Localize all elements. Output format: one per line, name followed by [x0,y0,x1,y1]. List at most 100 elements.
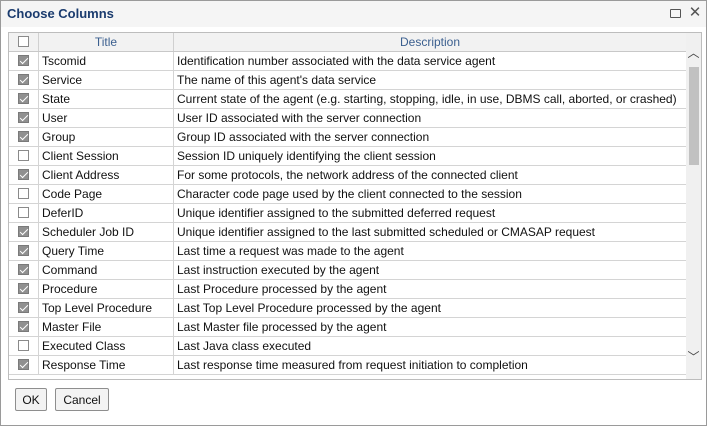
row-checkbox[interactable] [18,302,29,313]
select-all-checkbox[interactable] [18,36,29,47]
row-checkbox[interactable] [18,112,29,123]
vertical-scrollbar[interactable]: ︿ ﹀ [686,33,701,379]
header-title[interactable]: Title [39,33,174,51]
row-checkbox[interactable] [18,93,29,104]
row-checkbox-cell [9,90,39,108]
row-title: Executed Class [39,337,174,355]
row-checkbox[interactable] [18,55,29,66]
ok-button[interactable]: OK [15,388,47,411]
row-description: Last Top Level Procedure processed by th… [177,301,441,315]
row-title: Code Page [39,185,174,203]
row-checkbox[interactable] [18,340,29,351]
header-description[interactable]: Description [399,35,461,49]
row-title: User [39,109,174,127]
row-description: For some protocols, the network address … [177,168,518,182]
row-description: The name of this agent's data service [177,73,377,87]
row-description: Last Java class executed [177,339,312,353]
row-description: Session ID uniquely identifying the clie… [177,149,436,163]
row-title: Service [39,71,174,89]
row-checkbox-cell [9,147,39,165]
row-description: Unique identifier assigned to the last s… [177,225,596,239]
row-description: Last Master file processed by the agent [177,320,387,334]
row-title: Query Time [39,242,174,260]
row-description: Group ID associated with the server conn… [177,130,430,144]
cancel-button[interactable]: Cancel [55,388,109,411]
row-title: Response Time [39,356,174,374]
row-checkbox-cell [9,261,39,279]
row-checkbox-cell [9,109,39,127]
row-checkbox-cell [9,52,39,70]
row-checkbox-cell [9,204,39,222]
row-title: Command [39,261,174,279]
row-checkbox-cell [9,128,39,146]
row-description: Last Procedure processed by the agent [177,282,387,296]
row-checkbox-cell [9,185,39,203]
chevron-down-icon[interactable]: ﹀ [687,350,700,364]
row-checkbox[interactable] [18,321,29,332]
row-description: Unique identifier assigned to the submit… [177,206,496,220]
row-checkbox[interactable] [18,169,29,180]
row-title: Client Session [39,147,174,165]
row-checkbox[interactable] [18,226,29,237]
row-title: Procedure [39,280,174,298]
restore-icon[interactable] [667,5,683,21]
row-title: Top Level Procedure [39,299,174,317]
row-description: Last instruction executed by the agent [177,263,380,277]
row-checkbox[interactable] [18,245,29,256]
row-checkbox[interactable] [18,207,29,218]
row-description: User ID associated with the server conne… [177,111,422,125]
row-checkbox-cell [9,242,39,260]
row-description: Last time a request was made to the agen… [177,244,404,258]
chevron-up-icon[interactable]: ︿ [687,46,700,60]
row-title: Tscomid [39,52,174,70]
row-checkbox[interactable] [18,150,29,161]
row-description: Character code page used by the client c… [177,187,522,201]
row-checkbox-cell [9,223,39,241]
close-icon[interactable]: ✕ [688,4,702,21]
row-checkbox-cell [9,318,39,336]
row-checkbox[interactable] [18,264,29,275]
row-description: Current state of the agent (e.g. startin… [177,92,677,106]
header-select-all-cell [9,33,39,51]
row-checkbox[interactable] [18,359,29,370]
row-title: Client Address [39,166,174,184]
row-title: Group [39,128,174,146]
row-title: Scheduler Job ID [39,223,174,241]
row-checkbox-cell [9,337,39,355]
row-checkbox-cell [9,280,39,298]
row-checkbox[interactable] [18,131,29,142]
row-title: State [39,90,174,108]
dialog-title: Choose Columns [7,6,114,21]
scrollbar-thumb[interactable] [689,67,699,165]
row-title: Master File [39,318,174,336]
row-checkbox[interactable] [18,283,29,294]
row-checkbox[interactable] [18,74,29,85]
row-title: DeferID [39,204,174,222]
row-checkbox-cell [9,166,39,184]
row-checkbox[interactable] [18,188,29,199]
row-checkbox-cell [9,71,39,89]
row-checkbox-cell [9,299,39,317]
title-bar[interactable]: Choose Columns ✕ [1,1,706,27]
grid-header: Title Description [9,33,686,52]
row-description: Identification number associated with th… [177,54,496,68]
